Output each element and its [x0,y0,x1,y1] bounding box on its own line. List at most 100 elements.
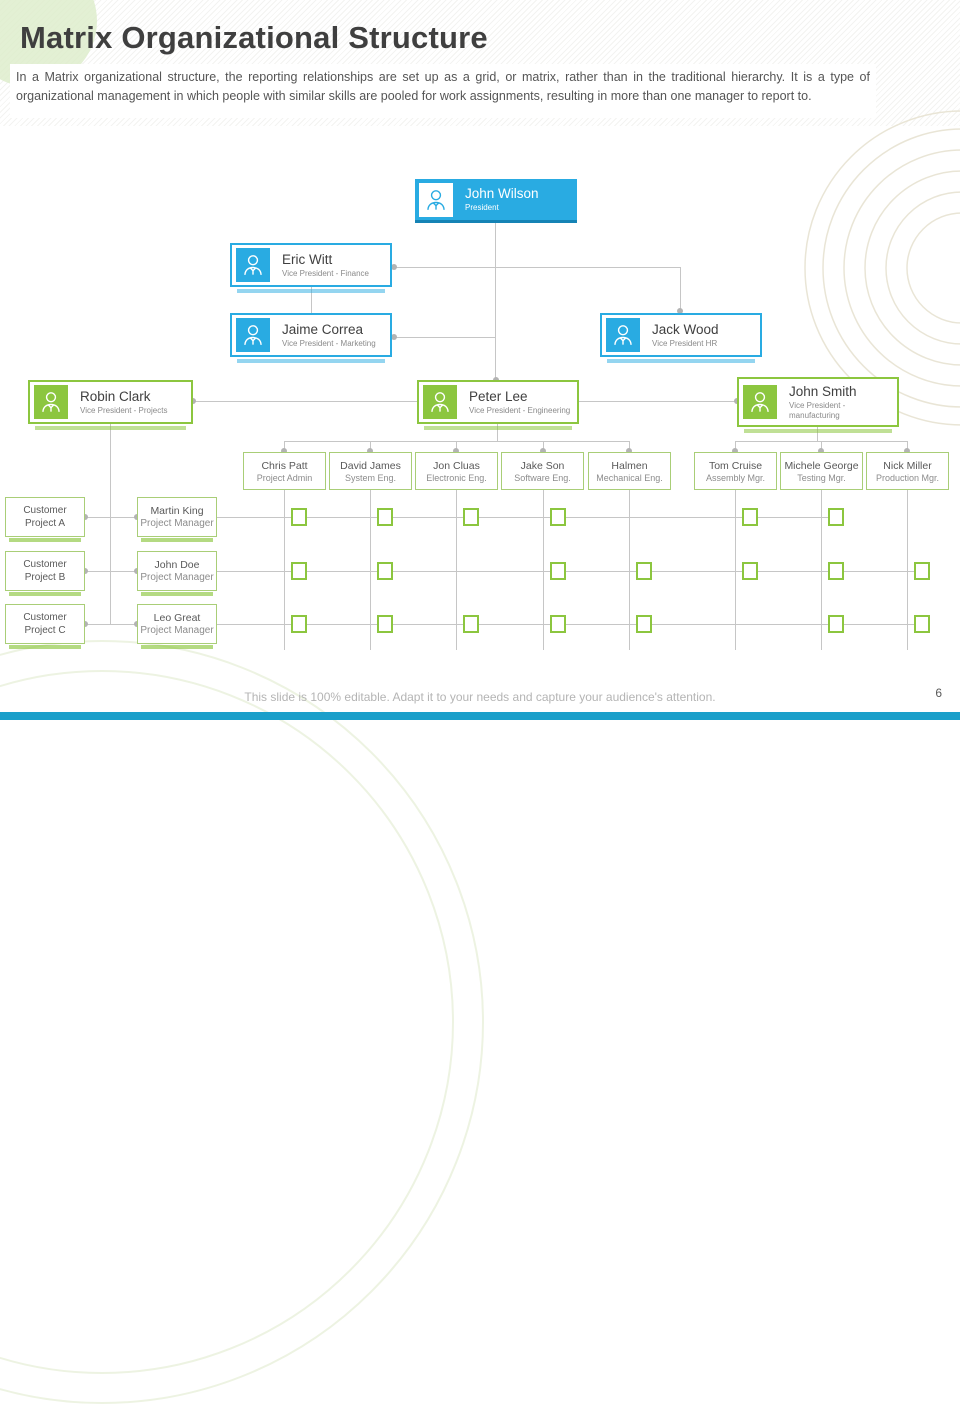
staff-cell[interactable]: Nick Miller Production Mgr. [866,452,949,490]
connector-line [370,441,371,452]
person-title: Project Admin [256,472,313,483]
person-title: Vice President - Marketing [282,338,376,348]
connector-line [394,267,680,268]
matrix-cell [828,615,844,633]
connector-line [817,427,818,441]
person-name: Nick Miller [883,459,932,472]
connector-line [85,517,137,518]
person-title: Project Manager [140,625,214,636]
connector-line [543,441,544,452]
staff-cell[interactable]: David James System Eng. [329,452,412,490]
person-title: Assembly Mgr. [705,472,765,483]
connector-line [629,441,630,452]
connector-line [907,441,908,452]
matrix-cell [550,508,566,526]
connector-line [284,490,285,650]
customer-project-cell[interactable]: Customer Project B [5,551,85,596]
org-node-vp-finance[interactable]: Eric Witt Vice President - Finance [230,243,392,293]
connector-line [110,424,111,624]
connector-line [907,490,908,650]
matrix-cell [550,615,566,633]
matrix-cell [291,562,307,580]
connector-line [217,517,844,518]
matrix-cell [636,562,652,580]
connector-line [735,441,736,452]
connector-line [394,337,496,338]
matrix-cell [291,615,307,633]
connector-line [579,401,737,402]
page-title: Matrix Organizational Structure [20,20,488,55]
staff-cell[interactable]: Jake Son Software Eng. [501,452,584,490]
person-name: Halmen [611,459,648,472]
person-title: Vice President - Finance [282,268,370,278]
staff-cell[interactable]: Michele George Testing Mgr. [780,452,863,490]
connector-line [284,441,285,452]
connector-dot [281,448,287,454]
matrix-cell [463,615,479,633]
matrix-cell [914,615,930,633]
person-title: Vice President - manufacturing [789,400,846,420]
person-name: John Wilson [465,186,539,201]
customer-project-label: Customer Project A [23,504,67,530]
org-node-vp-manufacturing[interactable]: John Smith Vice President - manufacturin… [737,377,899,433]
connector-line [217,571,930,572]
staff-cell[interactable]: Chris Patt Project Admin [243,452,326,490]
staff-cell[interactable]: Jon Cluas Electronic Eng. [415,452,498,490]
description-text: In a Matrix organizational structure, th… [16,70,870,104]
connector-line [311,287,312,313]
customer-project-label: Customer Project C [23,611,67,637]
connector-dot [540,448,546,454]
person-icon [236,248,270,282]
customer-project-cell[interactable]: Customer Project C [5,604,85,649]
org-node-president[interactable]: John Wilson President [415,179,577,223]
connector-dot [904,448,910,454]
person-name: Peter Lee [469,388,528,404]
person-title: Vice President HR [652,338,718,348]
org-node-vp-hr[interactable]: Jack Wood Vice President HR [600,313,762,363]
customer-project-cell[interactable]: Customer Project A [5,497,85,542]
connector-line [456,490,457,650]
person-name: Jake Son [520,459,565,472]
person-title: Vice President - Engineering [469,405,571,415]
matrix-cell [828,562,844,580]
connector-line [629,490,630,650]
matrix-cell [828,508,844,526]
project-manager-cell[interactable]: Leo Great Project Manager [137,604,217,649]
connector-line [680,267,681,312]
matrix-cell [550,562,566,580]
matrix-cell [742,562,758,580]
person-title: Project Manager [140,518,214,529]
connector-dot [818,448,824,454]
person-name: John Doe [154,559,200,571]
connector-dot [391,334,397,340]
matrix-cell [742,508,758,526]
person-name: Jon Cluas [433,459,480,472]
description-box: In a Matrix organizational structure, th… [10,64,876,118]
connector-dot [82,621,88,627]
person-title: Testing Mgr. [797,472,846,483]
connector-line [456,441,457,452]
connector-dot [190,398,196,404]
staff-cell[interactable]: Tom Cruise Assembly Mgr. [694,452,777,490]
matrix-cell [636,615,652,633]
person-icon [236,318,270,352]
org-node-vp-marketing[interactable]: Jaime Correa Vice President - Marketing [230,313,392,363]
person-name: Chris Patt [261,459,308,472]
person-title: Project Manager [140,572,214,583]
org-node-vp-projects[interactable]: Robin Clark Vice President - Projects [28,380,193,430]
footer-note: This slide is 100% editable. Adapt it to… [244,690,716,704]
person-title: Production Mgr. [875,472,940,483]
person-name: Jack Wood [652,321,719,337]
project-manager-cell[interactable]: Martin King Project Manager [137,497,217,542]
staff-cell[interactable]: Halmen Mechanical Eng. [588,452,671,490]
matrix-cell [914,562,930,580]
connector-dot [82,568,88,574]
project-manager-cell[interactable]: John Doe Project Manager [137,551,217,596]
person-name: Leo Great [153,612,201,624]
person-name: Jaime Correa [282,321,364,337]
person-name: Tom Cruise [708,459,763,472]
matrix-cell [291,508,307,526]
org-node-vp-engineering[interactable]: Peter Lee Vice President - Engineering [417,380,579,430]
person-icon [34,385,68,419]
person-name: Eric Witt [282,251,333,267]
